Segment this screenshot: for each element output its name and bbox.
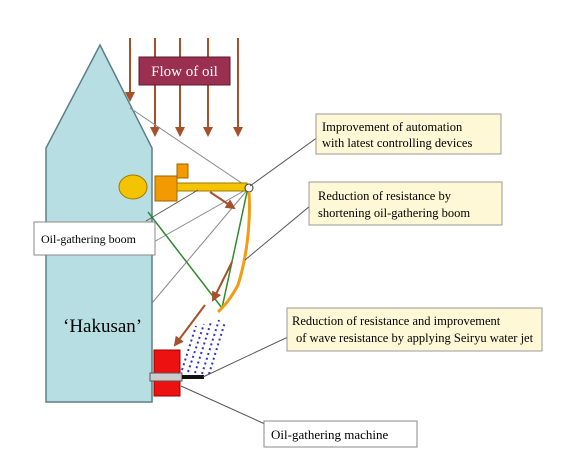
callout-water-jet-box: [286, 307, 543, 352]
leader-automation: [249, 136, 319, 187]
flow-label: Flow of oil: [151, 64, 218, 80]
callout-boom-box: [33, 221, 156, 256]
boom-skirt: [216, 191, 251, 314]
callout-boom-text: Oil-gathering boom: [41, 232, 137, 246]
oil-flow-arrows: [125, 38, 243, 137]
callout-boom-resistance-line-1: Reduction of resistance by: [318, 189, 452, 203]
callout-water-jet-line-1: Reduction of resistance and improvement: [292, 314, 501, 328]
jet-stream-5: [208, 321, 226, 375]
callout-machine-text: Oil-gathering machine: [271, 427, 389, 442]
callout-automation-text: Improvement of automation with latest co…: [322, 120, 472, 150]
callout-automation-box: [315, 113, 502, 155]
callout-machine-box: [263, 420, 418, 448]
leader-boom: [145, 189, 199, 222]
callout-boom-resistance-line-2: shortening oil-gathering boom: [318, 206, 470, 220]
callout-boom-resistance-box: [308, 181, 503, 226]
inner-arrow-3: [173, 304, 206, 347]
leader-water-jet: [202, 335, 291, 378]
inner-arrow-2: [212, 261, 233, 302]
boom-housing: [154, 175, 178, 202]
callout-water-jet-line-2: of wave resistance by applying Seiryu wa…: [296, 331, 534, 345]
boom-reel: [118, 174, 148, 200]
leader-machine: [180, 385, 266, 436]
water-jet-streams: [181, 319, 226, 375]
jet-stream-2: [187, 323, 205, 373]
callout-automation-line-2: with latest controlling devices: [322, 136, 472, 150]
jet-stream-4: [201, 319, 220, 375]
boom-bracket: [176, 163, 189, 179]
ship-name: ‘Hakusan’: [63, 316, 142, 337]
flow-label-box: [138, 56, 231, 86]
inner-flow-arrows: [173, 191, 236, 347]
sweep-line-upper: [129, 107, 250, 189]
callout-boom-resistance-text: Reduction of resistance by shortening oi…: [318, 189, 470, 220]
jet-stream-3: [194, 321, 212, 374]
callout-water-jet-text: Reduction of resistance and improvement …: [292, 314, 534, 345]
machine-inlet-pipe: [149, 372, 183, 382]
leader-boom-resistance: [244, 204, 311, 261]
callout-automation-line-1: Improvement of automation: [322, 120, 463, 134]
sweep-line-lower: [151, 187, 250, 304]
sweep-line-mid: [151, 187, 250, 244]
oil-gathering-boom-arm: [176, 182, 248, 192]
inner-arrow-1: [209, 191, 236, 210]
machine-nozzle: [182, 375, 204, 379]
